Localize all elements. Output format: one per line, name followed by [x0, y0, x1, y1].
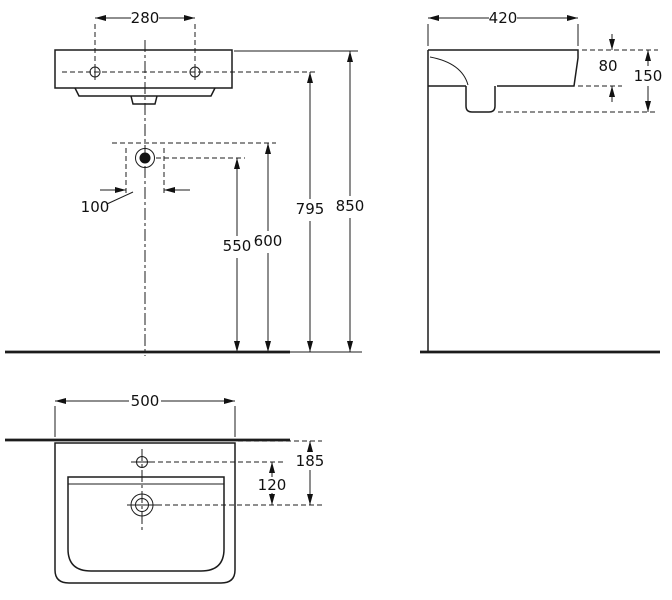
- trap-outline: [465, 86, 496, 113]
- dim-185-label: 185: [296, 452, 325, 470]
- dim-420-label: 420: [489, 9, 518, 27]
- front-view: 280 100 550 600 795: [5, 9, 364, 356]
- bowl-plan-outline: [67, 476, 225, 572]
- basin-front-outline: [54, 49, 233, 89]
- dim-600-label: 600: [254, 232, 283, 250]
- drain-outlet: [139, 152, 151, 164]
- dim-150-label: 150: [634, 67, 663, 85]
- dim-100-label: 100: [81, 198, 110, 216]
- drain-outlet-ring: [135, 148, 155, 168]
- dim-795-label: 795: [296, 200, 325, 218]
- basin-plan-outline: [54, 442, 236, 584]
- top-view: 500 120 185: [5, 392, 325, 584]
- dim-550-label: 550: [223, 237, 252, 255]
- dim-280-label: 280: [131, 9, 160, 27]
- basin-underside: [74, 87, 216, 97]
- drain-stub: [130, 95, 158, 105]
- dim-500-label: 500: [131, 392, 160, 410]
- basin-side-outline: [428, 49, 579, 87]
- dim-80-label: 80: [598, 57, 617, 75]
- dim-120-label: 120: [258, 476, 287, 494]
- dim-850-label: 850: [336, 197, 365, 215]
- bowl-profile: [429, 56, 469, 86]
- side-view: 420 80 150: [420, 9, 663, 354]
- leader-line: [106, 191, 134, 205]
